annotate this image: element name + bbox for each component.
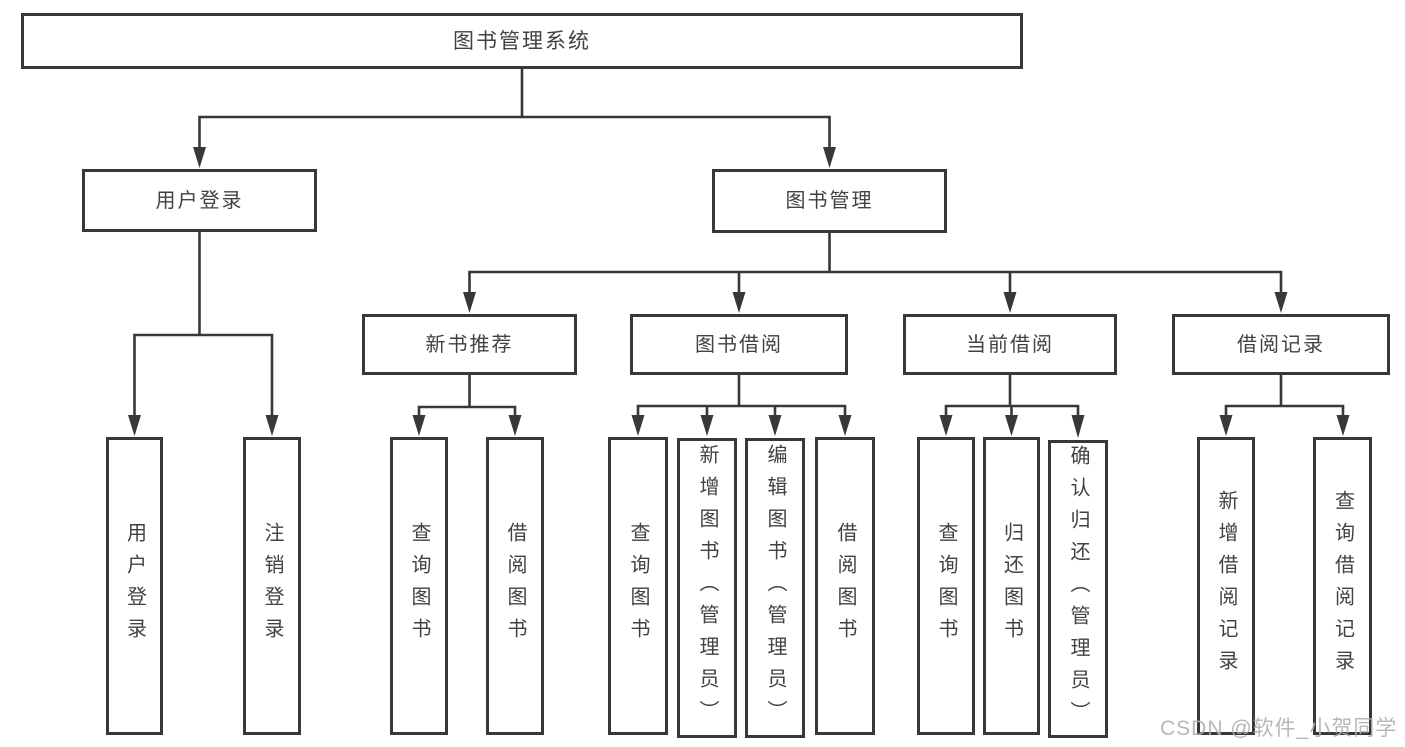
- node-book-management: 图书管理: [712, 169, 947, 233]
- connector-paths: [133, 67, 1345, 420]
- node-new-book-recommendation: 新书推荐: [362, 314, 577, 375]
- leaf-confirm-return-admin-label: 确认归还（管理员）: [1067, 445, 1089, 733]
- csdn-watermark: CSDN @软件_小贺同学: [1160, 717, 1398, 740]
- leaf-user-login: 用户登录: [106, 437, 163, 735]
- leaf-logout: 注销登录: [243, 437, 301, 735]
- node-borrowing-records-label: 借阅记录: [1237, 333, 1325, 356]
- node-current-borrowing-label: 当前借阅: [966, 333, 1054, 356]
- node-borrowing-records: 借阅记录: [1172, 314, 1390, 375]
- arrowheads: [128, 147, 1350, 438]
- node-library-management-system-label: 图书管理系统: [453, 29, 591, 53]
- node-user-login-group: 用户登录: [82, 169, 317, 232]
- leaf-borrowing-borrow-books: 借阅图书: [815, 437, 875, 735]
- leaf-query-borrow-record: 查询借阅记录: [1313, 437, 1372, 735]
- leaf-recommend-borrow-books-label: 借阅图书: [504, 522, 526, 650]
- leaf-add-borrow-record-label: 新增借阅记录: [1215, 490, 1237, 682]
- node-book-borrowing-label: 图书借阅: [695, 333, 783, 356]
- leaf-current-query-books-label: 查询图书: [935, 522, 957, 650]
- leaf-edit-books-admin: 编辑图书（管理员）: [745, 438, 805, 738]
- leaf-add-books-admin-label: 新增图书（管理员）: [696, 444, 718, 732]
- leaf-borrowing-borrow-books-label: 借阅图书: [834, 522, 856, 650]
- leaf-recommend-borrow-books: 借阅图书: [486, 437, 544, 735]
- leaf-return-books: 归还图书: [983, 437, 1040, 735]
- leaf-user-login-label: 用户登录: [123, 522, 146, 650]
- leaf-logout-label: 注销登录: [261, 522, 283, 650]
- leaf-edit-books-admin-label: 编辑图书（管理员）: [764, 444, 786, 732]
- leaf-return-books-label: 归还图书: [1000, 522, 1023, 650]
- leaf-recommend-query-books: 查询图书: [390, 437, 448, 735]
- node-new-book-recommendation-label: 新书推荐: [425, 333, 514, 356]
- leaf-add-books-admin: 新增图书（管理员）: [677, 438, 737, 738]
- node-book-borrowing: 图书借阅: [630, 314, 848, 375]
- node-library-management-system: 图书管理系统: [21, 13, 1023, 69]
- leaf-borrowing-query-books-label: 查询图书: [627, 522, 649, 650]
- leaf-recommend-query-books-label: 查询图书: [408, 522, 430, 650]
- leaf-confirm-return-admin: 确认归还（管理员）: [1048, 440, 1108, 738]
- node-book-management-label: 图书管理: [785, 190, 874, 212]
- leaf-current-query-books: 查询图书: [917, 437, 975, 735]
- leaf-query-borrow-record-label: 查询借阅记录: [1331, 490, 1354, 682]
- leaf-add-borrow-record: 新增借阅记录: [1197, 437, 1255, 735]
- node-user-login-group-label: 用户登录: [155, 189, 244, 212]
- leaf-borrowing-query-books: 查询图书: [608, 437, 668, 735]
- node-current-borrowing: 当前借阅: [903, 314, 1117, 375]
